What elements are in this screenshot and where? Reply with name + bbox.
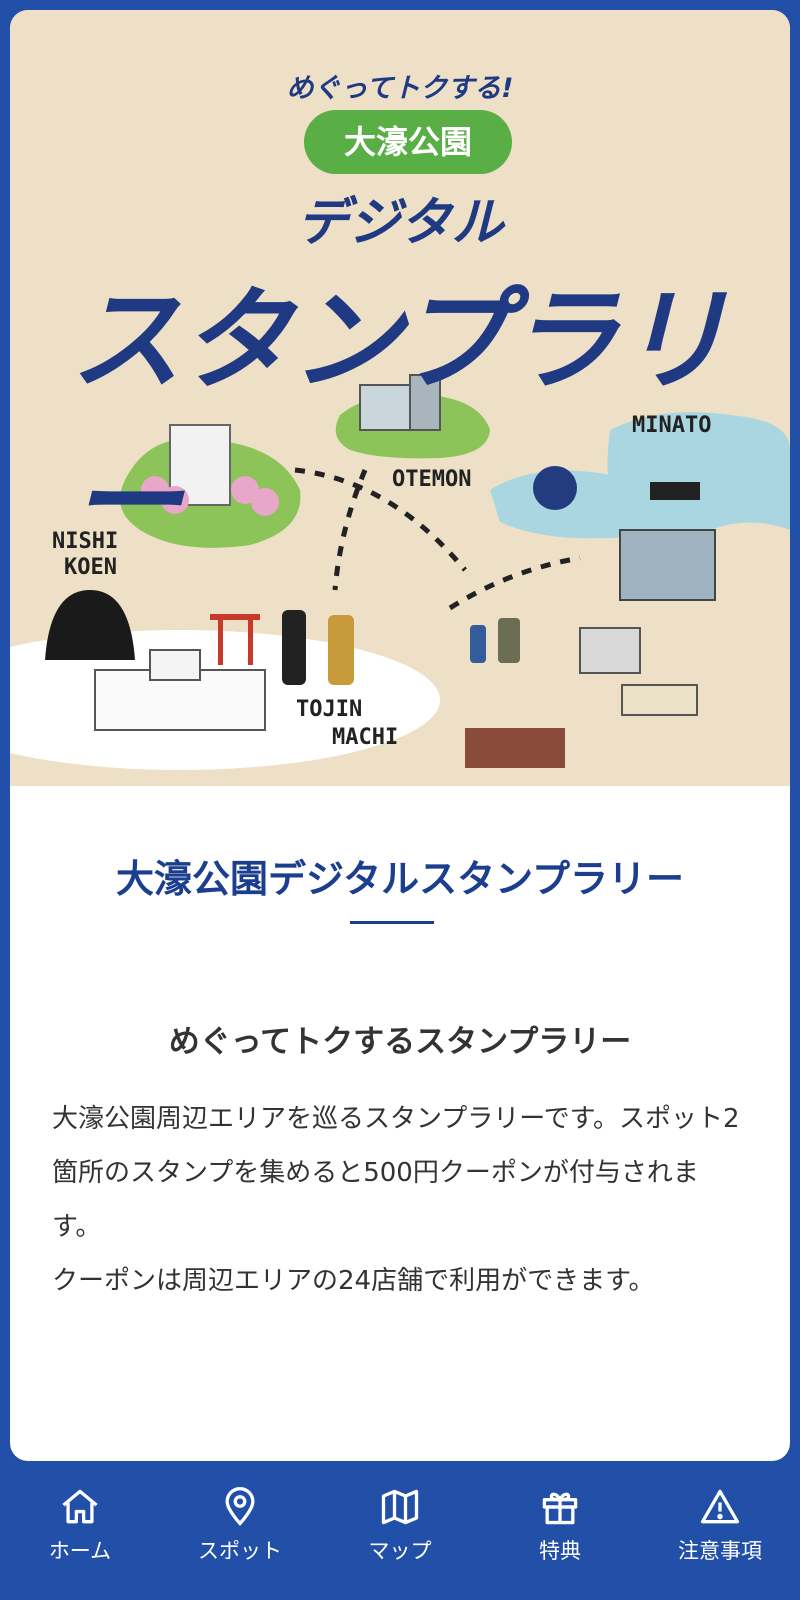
area-label-nishi: NISHI <box>52 529 119 554</box>
hero-park-name-badge: 大濠公園 <box>304 110 512 174</box>
page-title: 大濠公園デジタルスタンプラリー <box>115 857 685 901</box>
hero-tagline: めぐってトクする! <box>286 73 514 104</box>
map-pin-icon <box>225 1487 255 1526</box>
tab-spot-label: スポット <box>198 1539 282 1563</box>
tab-home[interactable]: ホーム <box>0 1461 160 1600</box>
tab-map[interactable]: マップ <box>320 1461 480 1600</box>
map-icon <box>381 1489 419 1525</box>
illustrated-map <box>10 374 790 770</box>
area-label-otemon: OTEMON <box>392 467 472 492</box>
tab-map-label: マップ <box>368 1539 432 1563</box>
warning-icon <box>700 1489 740 1524</box>
hero-digital-label: デジタル <box>296 193 504 253</box>
title-divider <box>350 921 434 924</box>
tab-home-label: ホーム <box>48 1539 112 1563</box>
tab-benefits-label: 特典 <box>539 1539 581 1563</box>
tab-benefits[interactable]: 特典 <box>480 1461 640 1600</box>
tab-notes[interactable]: 注意事項 <box>640 1461 800 1600</box>
description: 大濠公園周辺エリアを巡るスタンプラリーです。スポット2箇所のスタンプを集めると5… <box>52 1092 742 1308</box>
area-label-tojin: TOJIN <box>296 697 363 722</box>
area-label-koen: KOEN <box>64 555 117 580</box>
subheading: めぐってトクするスタンプラリー <box>168 1024 632 1060</box>
area-label-minato: MINATO <box>632 413 712 438</box>
bottom-tab-bar: ホーム スポット マップ 特典 注意事項 <box>0 1461 800 1600</box>
description-paragraph-2: クーポンは周辺エリアの24店舗で利用ができます。 <box>52 1266 655 1296</box>
main-card: めぐってトクする! 大濠公園 デジタル スタンプラリー OTEMON MINAT… <box>10 10 790 1461</box>
tab-spot[interactable]: スポット <box>160 1461 320 1600</box>
area-label-machi: MACHI <box>332 725 399 750</box>
gift-icon <box>542 1492 578 1525</box>
home-icon <box>62 1489 98 1524</box>
hero-illustration: めぐってトクする! 大濠公園 デジタル スタンプラリー OTEMON MINAT… <box>10 10 790 786</box>
hero-stamp-rally-title: スタンプラリー <box>70 276 729 568</box>
tab-notes-label: 注意事項 <box>678 1539 762 1563</box>
description-paragraph-1: 大濠公園周辺エリアを巡るスタンプラリーです。スポット2箇所のスタンプを集めると5… <box>52 1104 740 1242</box>
